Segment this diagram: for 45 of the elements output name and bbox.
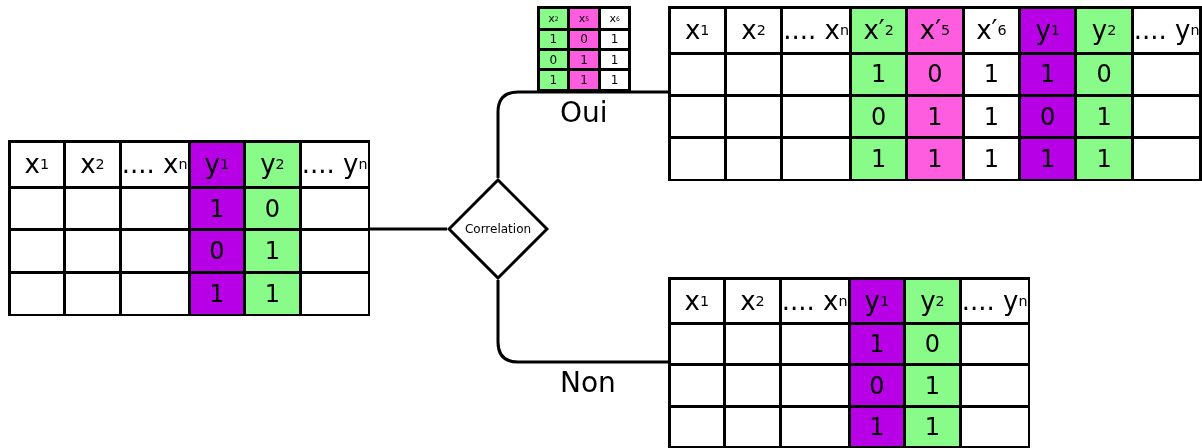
table-cell: 1	[851, 54, 906, 94]
table-cell: 1	[1077, 139, 1131, 179]
table-cell: 0	[1021, 96, 1075, 137]
table-cell: 0	[851, 96, 906, 137]
table-cell: 1	[908, 139, 962, 179]
table-cell: 1	[539, 30, 568, 48]
table-cell: 1	[600, 30, 629, 48]
table-cell: 0	[850, 366, 904, 405]
table-cell: 0	[908, 54, 962, 94]
table-cell: 0	[570, 30, 598, 48]
table-cell: 1	[246, 274, 299, 314]
table-cell: 1	[600, 50, 629, 69]
table-cell: 0	[1077, 54, 1131, 94]
table-cell: 1	[1021, 139, 1075, 179]
table-cell: 1	[851, 139, 906, 179]
table-cell: 1	[190, 274, 244, 314]
data-table	[8, 140, 370, 316]
connector-line	[370, 227, 447, 231]
table-cell: 1	[964, 54, 1018, 94]
table-cell: 0	[539, 50, 568, 69]
decision-diamond	[447, 178, 549, 280]
table-cell: 1	[964, 139, 1018, 179]
table-cell: 1	[600, 71, 629, 89]
table-cell: 1	[1021, 54, 1075, 94]
data-table	[668, 6, 1202, 181]
table-cell: 0	[190, 231, 244, 271]
table-cell: 1	[570, 71, 598, 89]
table-cell: 1	[246, 231, 299, 271]
data-table	[537, 6, 631, 91]
table-cell: 1	[906, 366, 959, 405]
table-cell: 1	[850, 407, 904, 447]
table-cell: 1	[1077, 96, 1131, 137]
table-cell: 0	[246, 188, 299, 229]
table-cell: 1	[906, 407, 959, 447]
table-cell: 1	[908, 96, 962, 137]
table-cell: 1	[570, 50, 598, 69]
table-cell: 1	[964, 96, 1018, 137]
decision-text: Correlation	[464, 222, 532, 236]
table-cell: 1	[850, 324, 904, 364]
connector-line	[496, 280, 668, 364]
table-cell: 1	[190, 188, 244, 229]
connector-line	[496, 90, 668, 178]
table-cell: 0	[906, 324, 959, 364]
data-table	[668, 277, 1030, 448]
table-cell: 1	[539, 71, 568, 89]
